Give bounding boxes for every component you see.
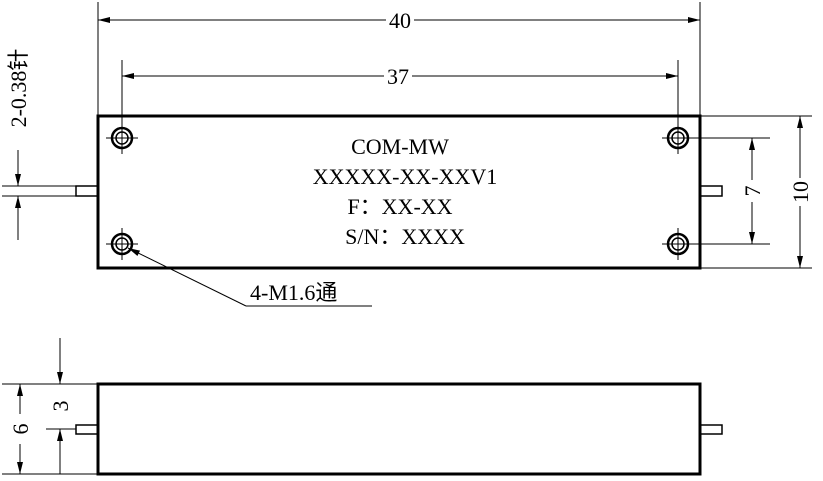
label-model: XXXXX-XX-XXV1 <box>313 164 498 189</box>
dimension-hole-spacing-y-text: 7 <box>740 186 765 197</box>
side-view <box>75 382 723 476</box>
dimension-pin: 2-0.38针 <box>2 49 76 240</box>
top-view: COM-MW XXXXX-XX-XXV1 F：XX-XX S/N：XXXX 4-… <box>75 114 723 307</box>
dimension-overall-height: 10 <box>700 115 813 269</box>
dimension-side-offset: 3 <box>46 338 76 474</box>
dimension-hole-spacing-x-text: 37 <box>387 64 409 89</box>
dimension-overall-width: 40 <box>97 2 701 116</box>
hole-callout-leader <box>127 247 247 307</box>
label-serial: S/N：XXXX <box>345 224 465 249</box>
dimension-hole-spacing-x: 37 <box>121 60 679 124</box>
dimension-side-offset-text: 3 <box>48 401 73 412</box>
pin-left <box>75 185 99 197</box>
side-pin-left <box>75 424 99 435</box>
mounting-hole-top-left <box>106 122 138 154</box>
pin-right <box>699 185 723 197</box>
side-view-body <box>96 382 702 476</box>
side-pin-right <box>699 424 723 435</box>
label-frequency: F：XX-XX <box>347 194 452 219</box>
label-brand: COM-MW <box>351 134 449 159</box>
dimension-hole-spacing-y: 7 <box>688 137 770 245</box>
dimension-side-height: 6 <box>2 383 98 475</box>
hole-callout-text: 4-M1.6通 <box>250 280 337 305</box>
dimension-side-height-text: 6 <box>8 424 33 435</box>
mounting-hole-bottom-left <box>106 228 138 260</box>
dimension-overall-height-text: 10 <box>788 181 813 203</box>
dimension-pin-text: 2-0.38针 <box>6 49 31 128</box>
dimension-overall-width-text: 40 <box>389 8 411 33</box>
